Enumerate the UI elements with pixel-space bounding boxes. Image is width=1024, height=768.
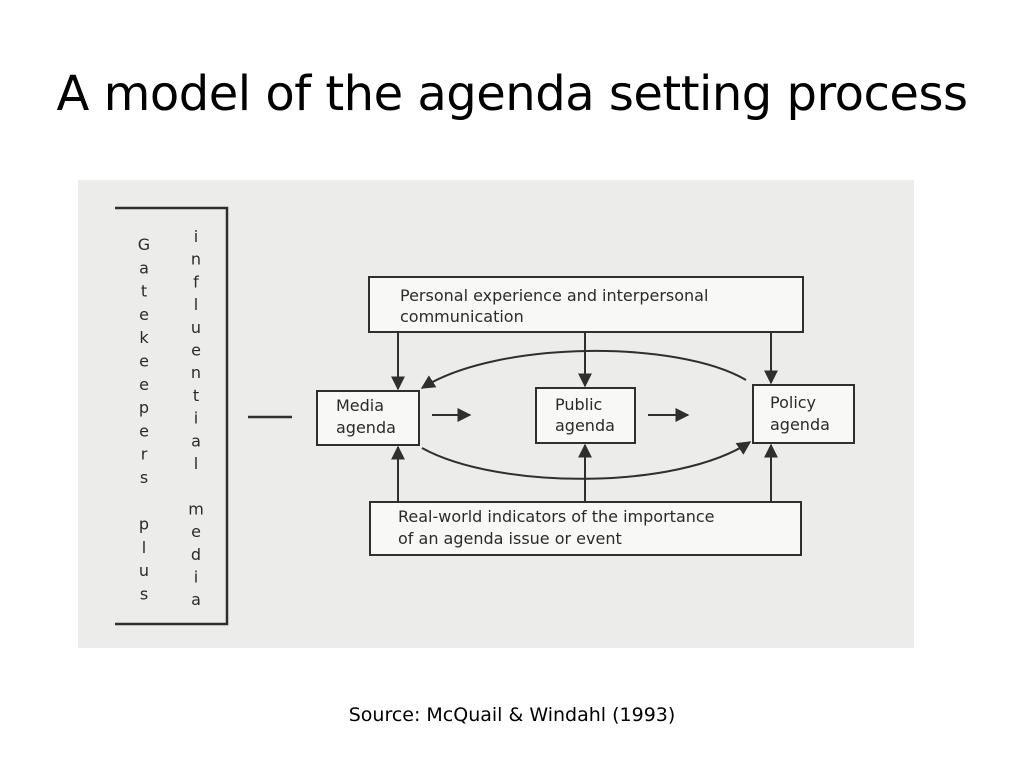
gatekeepers-plus-letter: e <box>139 305 149 324</box>
gatekeepers-plus-letter: r <box>141 445 148 464</box>
gatekeepers-plus-letter: G <box>138 235 150 254</box>
media-agenda-line-1: Media <box>336 396 384 415</box>
policy-agenda-box <box>752 384 855 444</box>
media-agenda-box <box>316 390 420 446</box>
influential-media-letter: n <box>191 250 201 269</box>
public-agenda-box <box>535 387 636 444</box>
influential-media-letter: d <box>191 545 201 564</box>
influential-media-letter: f <box>193 272 199 291</box>
gatekeepers-plus-letter: l <box>142 538 146 557</box>
influential-media-letter: l <box>194 295 198 314</box>
gatekeepers-plus-letter: e <box>139 352 149 371</box>
personal-experience-line-1: Personal experience and interpersonal <box>400 286 708 305</box>
public-agenda-line-1: Public <box>555 395 602 414</box>
arc-policy-to-media <box>420 349 747 389</box>
gatekeepers-plus-letter: e <box>139 375 149 394</box>
source-citation: Source: McQuail & Windahl (1993) <box>348 704 676 726</box>
gatekeepers-bracket <box>115 206 229 626</box>
influential-media-letter: i <box>194 568 198 587</box>
personal-experience-line-2: communication <box>400 307 524 326</box>
policy-agenda-line-2: agenda <box>770 415 830 434</box>
policy-agenda-line-1: Policy <box>770 393 816 412</box>
gatekeepers-plus-letter: p <box>139 398 149 417</box>
real-world-indicators-line-1: Real-world indicators of the importance <box>398 507 715 526</box>
gatekeepers-plus-letter: u <box>139 561 149 580</box>
real-world-indicators-line-2: of an agenda issue or event <box>398 529 622 548</box>
influential-media-letter: t <box>193 386 199 405</box>
influential-media-letter: n <box>191 363 201 382</box>
gatekeepers-plus-letter: e <box>139 421 149 440</box>
influential-media-letter: m <box>188 499 204 518</box>
influential-media-letter: e <box>191 341 201 360</box>
influential-media-letter: u <box>191 318 201 337</box>
gatekeepers-plus-letter: k <box>139 328 149 347</box>
influential-media-letter: i <box>194 227 198 246</box>
influential-media-letter: l <box>194 454 198 473</box>
influential-media-letter: i <box>194 409 198 428</box>
slide-title: A model of the agenda setting process <box>56 66 968 122</box>
real-world-indicators-box <box>369 501 802 556</box>
media-agenda-line-2: agenda <box>336 418 396 437</box>
influential-media-letter: e <box>191 522 201 541</box>
gatekeepers-plus-letter: a <box>139 258 149 277</box>
gatekeepers-plus-letter: s <box>140 585 148 604</box>
gatekeepers-plus-letter: t <box>141 282 147 301</box>
influential-media-letter: a <box>191 431 201 450</box>
public-agenda-line-2: agenda <box>555 416 615 435</box>
influential-media-letter: a <box>191 590 201 609</box>
gatekeepers-plus-letter: p <box>139 515 149 534</box>
arc-media-to-policy <box>421 441 752 480</box>
gatekeepers-plus-letter: s <box>140 468 148 487</box>
